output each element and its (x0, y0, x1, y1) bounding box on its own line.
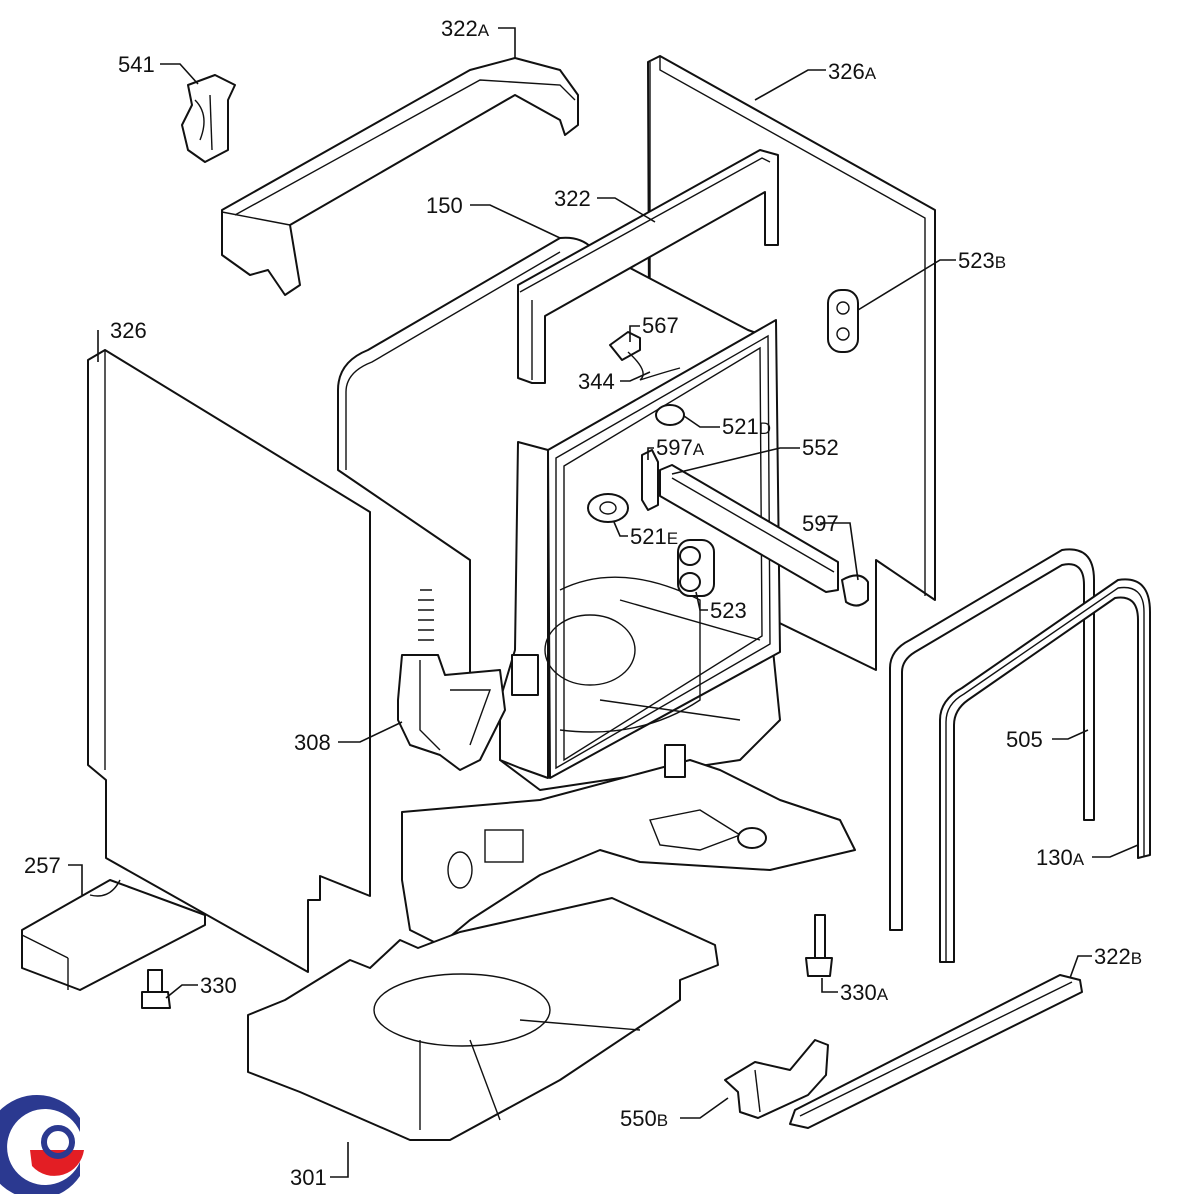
part-344-spring (627, 351, 681, 381)
callout-322: 322 (554, 186, 591, 211)
part-541-clip (181, 74, 236, 163)
part-597a-latch (641, 449, 659, 511)
callout-326a: 326A (828, 59, 877, 84)
callout-308: 308 (294, 730, 331, 755)
callout-552: 552 (802, 435, 839, 460)
part-330a-foot (805, 914, 833, 977)
part-257-box (21, 879, 206, 991)
part-322b-strip (789, 974, 1083, 1129)
callout-322b: 322B (1094, 944, 1142, 969)
part-base (401, 744, 856, 946)
callout-257: 257 (24, 853, 61, 878)
callout-330a: 330A (840, 980, 889, 1005)
callout-150: 150 (426, 193, 463, 218)
part-523-grommet (677, 539, 715, 597)
callout-labels: 541 322A 326A 150 322 523B 326 567 344 5… (24, 16, 1142, 1190)
callout-344: 344 (578, 369, 615, 394)
part-521d-cap (655, 404, 685, 426)
callout-523: 523 (710, 598, 747, 623)
part-597-clip (841, 574, 869, 607)
callout-505: 505 (1006, 727, 1043, 752)
callout-523b: 523B (958, 248, 1006, 273)
callout-597a: 597A (656, 435, 705, 460)
callout-130a: 130A (1036, 845, 1085, 870)
part-523b-grommet (827, 289, 859, 353)
callout-326: 326 (110, 318, 147, 343)
callout-597: 597 (802, 511, 839, 536)
part-521e-ring (587, 493, 629, 523)
callout-541: 541 (118, 52, 155, 77)
callout-521d: 521D (722, 414, 771, 439)
part-308-hinge (397, 589, 506, 771)
part-tub-front-frame (499, 319, 781, 779)
part-550b-bracket (724, 1039, 829, 1119)
callout-567: 567 (642, 313, 679, 338)
part-505-gasket (889, 548, 1095, 931)
part-552-rail (659, 464, 839, 593)
leader-lines (68, 27, 1139, 1178)
part-322-frame (517, 149, 779, 384)
callout-550b: 550B (620, 1106, 668, 1131)
part-567-bracket (609, 331, 641, 361)
part-330-foot (141, 969, 171, 1009)
part-322a-frame (221, 57, 579, 296)
callout-330: 330 (200, 973, 237, 998)
part-130a-gasket (939, 578, 1151, 963)
brand-logo-icon (0, 1095, 84, 1194)
callout-301: 301 (290, 1165, 327, 1190)
callout-521e: 521E (630, 524, 678, 549)
part-301-pan (247, 897, 719, 1141)
callout-322a: 322A (441, 16, 490, 41)
part-326-panel (87, 349, 371, 973)
